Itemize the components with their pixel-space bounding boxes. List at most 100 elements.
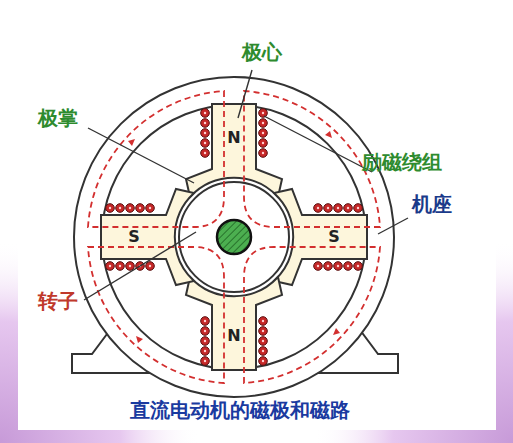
coil-turn [344, 204, 353, 213]
coil-turn [106, 204, 115, 213]
leader-lines [84, 70, 408, 300]
flux-arrow [325, 131, 332, 138]
part-label: 极掌 [38, 107, 78, 129]
flux-arrow [128, 139, 135, 146]
coil-turn [337, 265, 339, 267]
coil-turn [204, 132, 206, 134]
coil-turn [204, 142, 206, 144]
coil-turn [149, 265, 151, 267]
coil-turn [201, 317, 210, 326]
coil-turn [204, 330, 206, 332]
pole-letter: N [227, 327, 240, 345]
coil-turn [129, 207, 131, 209]
coil-turn [262, 122, 264, 124]
part-label: 极心 [242, 41, 282, 63]
coil-turn [262, 132, 264, 134]
coil-turn [201, 327, 210, 336]
coil-turn [204, 152, 206, 154]
coil-turn [259, 337, 268, 346]
coil-turn [136, 204, 145, 213]
coil-turn [259, 129, 268, 138]
coil-turn [204, 320, 206, 322]
coil-turn [201, 119, 210, 128]
coil-turn [149, 207, 151, 209]
part-label: 机座 [412, 193, 452, 215]
frame-outer [74, 77, 394, 397]
coil-turn [109, 207, 111, 209]
coil-turn [324, 262, 333, 271]
coil-turn [116, 204, 125, 213]
part-label: 转子 [38, 290, 78, 312]
coil-turn [314, 262, 323, 271]
coil-turn [146, 204, 155, 213]
coil-turn [262, 152, 264, 154]
coil-turn [327, 207, 329, 209]
coil-turn [334, 204, 343, 213]
coil-turn [126, 262, 135, 271]
caption: 直流电动机的磁极和磁路 [130, 399, 350, 421]
coil-turn [354, 262, 363, 271]
coil-turn [262, 112, 264, 114]
coil-turn [354, 204, 363, 213]
coil-turn [201, 149, 210, 158]
coil-turn [109, 265, 111, 267]
coil-turn [116, 262, 125, 271]
coil-turn [347, 207, 349, 209]
coil-turn [259, 347, 268, 356]
coil-turn [259, 357, 268, 366]
coil-turn [259, 119, 268, 128]
coil-turn [201, 139, 210, 148]
coil-turn [201, 129, 210, 138]
coil-turn [204, 122, 206, 124]
flux-path [244, 247, 380, 383]
coil-turn [119, 207, 121, 209]
coil-turn [347, 265, 349, 267]
coil-turn [262, 350, 264, 352]
coil-turn [139, 207, 141, 209]
flux-path [88, 91, 224, 227]
coil-turn [259, 139, 268, 148]
coil-turn [262, 340, 264, 342]
part-label: 励磁绕组 [362, 151, 442, 173]
coil-turn [106, 262, 115, 271]
flux-path [244, 91, 380, 227]
coil-turn [262, 360, 264, 362]
coil-turn [337, 207, 339, 209]
flux-arrow [333, 328, 340, 335]
rotor [179, 182, 289, 292]
coil-turn [262, 330, 264, 332]
coil-turn [262, 320, 264, 322]
coil-turn [259, 317, 268, 326]
pole-letter: S [128, 228, 140, 246]
flux-arrow [136, 336, 143, 343]
coil-turn [201, 357, 210, 366]
coil-turn [146, 262, 155, 271]
coil-turn [357, 207, 359, 209]
panel [18, 0, 496, 430]
coil-turn [259, 109, 268, 118]
coil-turn [204, 112, 206, 114]
coil-turn [262, 142, 264, 144]
pole-letter: N [227, 129, 240, 147]
coil-turn [327, 265, 329, 267]
coil-turn [204, 360, 206, 362]
coil-turn [204, 350, 206, 352]
pole-letter: S [328, 228, 340, 246]
coil-turn [201, 337, 210, 346]
coil-turn [201, 109, 210, 118]
coil-turn [126, 204, 135, 213]
coil-turn [324, 204, 333, 213]
coil-turn [314, 204, 323, 213]
shaft [217, 220, 251, 254]
coil-turn [317, 265, 319, 267]
coil-turn [334, 262, 343, 271]
flux-path [88, 247, 224, 383]
coil-turn [129, 265, 131, 267]
coil-turn [204, 340, 206, 342]
coil-turn [357, 265, 359, 267]
coil-turn [119, 265, 121, 267]
coil-turn [317, 207, 319, 209]
coil-turn [344, 262, 353, 271]
coil-turn [201, 347, 210, 356]
